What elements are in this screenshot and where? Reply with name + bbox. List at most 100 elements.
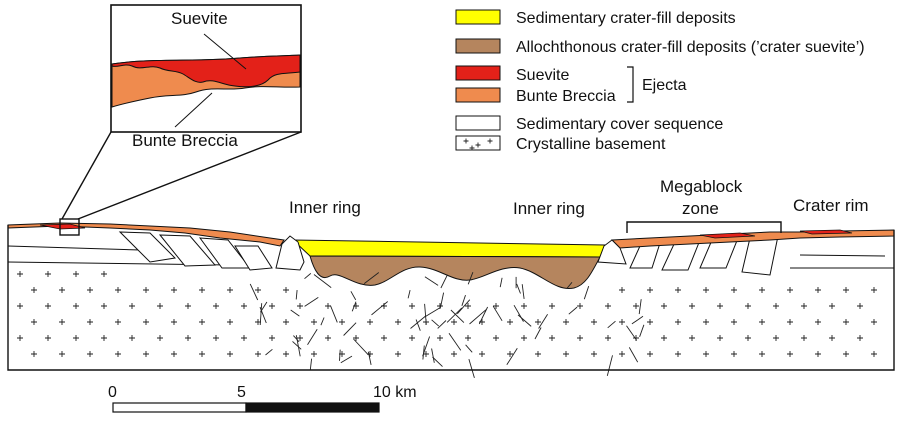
yellow-swatch-icon <box>455 9 501 25</box>
basement-cross-mark <box>115 287 121 293</box>
basement-cross-mark <box>577 303 583 309</box>
basement-cross-mark <box>689 303 695 309</box>
basement-cross-mark <box>689 335 695 341</box>
ejecta-bracket-icon <box>627 66 634 103</box>
basement-cross-mark <box>395 351 401 357</box>
basement-cross-mark <box>479 351 485 357</box>
fracture-line <box>350 291 357 301</box>
inner-ring-left-label: Inner ring <box>289 198 361 217</box>
basement-cross-mark <box>507 319 513 325</box>
brown-swatch-icon <box>455 38 501 54</box>
basement-cross-mark <box>619 287 625 293</box>
basement-cross-mark <box>227 287 233 293</box>
fracture-line <box>304 297 319 307</box>
basement-cross-mark <box>367 319 373 325</box>
basement-cross-mark <box>17 303 23 309</box>
basement-cross-mark <box>59 319 65 325</box>
basement-cross-mark <box>199 287 205 293</box>
basement-cross-mark <box>269 335 275 341</box>
fracture-line <box>259 303 263 326</box>
basement-cross-mark <box>101 335 107 341</box>
basement-cross-mark <box>661 303 667 309</box>
fracture-line <box>534 327 542 340</box>
basement-cross-mark <box>493 303 499 309</box>
basement-cross-mark <box>437 335 443 341</box>
basement-cross-mark <box>703 351 709 357</box>
basement-cross-mark <box>843 287 849 293</box>
inset-suevite-label: Suevite <box>171 9 228 28</box>
basement-cross-mark <box>857 335 863 341</box>
profile-outline <box>7 225 895 371</box>
fracture-line <box>456 299 471 315</box>
orange-swatch-icon <box>455 87 501 103</box>
basement-cross-mark <box>283 319 289 325</box>
basement-cross-mark <box>31 319 37 325</box>
legend-item-allochthonous-fill: Allochthonous crater-fill deposits (’cra… <box>455 38 865 56</box>
fracture-line <box>517 314 532 327</box>
basement-cross-mark <box>73 271 79 277</box>
basement-cross-mark <box>563 351 569 357</box>
basement-cross-mark <box>815 319 821 325</box>
basement-cross-mark <box>409 303 415 309</box>
fracture-line <box>499 277 503 288</box>
strata-line <box>799 254 886 257</box>
basement-cross-mark <box>451 351 457 357</box>
suevite-patch <box>799 229 853 235</box>
basement-cross-mark <box>325 335 331 341</box>
scale-tick-label: 0 <box>108 384 117 401</box>
fracture-line <box>432 356 443 367</box>
basement-cross-mark <box>605 303 611 309</box>
basement-cross-mark <box>143 319 149 325</box>
red-swatch-icon <box>455 65 501 81</box>
basement-cross-mark <box>535 319 541 325</box>
fracture-line <box>410 315 427 329</box>
fracture-line <box>467 272 474 285</box>
legend-item-sedimentary-cover: Sedimentary cover sequence <box>455 115 723 133</box>
fracture-line <box>450 309 465 323</box>
basement-cross-mark <box>647 351 653 357</box>
basement-cross-mark <box>297 335 303 341</box>
basement-cross-mark <box>577 335 583 341</box>
basement-cross-mark <box>171 351 177 357</box>
basement-cross-mark <box>591 351 597 357</box>
basement-cross-mark <box>801 303 807 309</box>
fracture-line <box>506 348 518 366</box>
basement-cross-mark <box>521 303 527 309</box>
zoom-connector-left <box>61 131 112 220</box>
fracture-line <box>431 319 439 327</box>
basement-cross-mark <box>829 303 835 309</box>
basement-cross-mark <box>521 335 527 341</box>
basement-cross-mark <box>815 351 821 357</box>
basement-cross-mark <box>787 287 793 293</box>
fracture-line <box>638 299 642 315</box>
basement-cross-mark <box>549 335 555 341</box>
cross-icon <box>463 138 469 144</box>
basement-cross-mark <box>773 335 779 341</box>
basement-cross-mark <box>227 351 233 357</box>
basement-cross-mark <box>185 303 191 309</box>
basement-cross-mark <box>129 303 135 309</box>
fracture-line <box>516 283 521 294</box>
fracture-line <box>415 319 421 331</box>
basement-cross-mark <box>745 303 751 309</box>
fracture-line <box>465 344 473 353</box>
fracture-line <box>424 303 427 325</box>
basement-cross-mark <box>563 319 569 325</box>
fracture-line <box>566 282 573 289</box>
inset-panel: Suevite Bunte Breccia <box>110 4 302 150</box>
legend-item-sedimentary-fill: Sedimentary crater-fill deposits <box>455 9 736 27</box>
basement-cross-mark <box>283 351 289 357</box>
basement-cross-mark <box>423 351 429 357</box>
megablock-zone-label-line1: Megablock <box>660 177 743 196</box>
basement-cross-mark <box>213 335 219 341</box>
fracture-line <box>249 283 259 301</box>
fracture-line <box>461 294 466 306</box>
basement-cross-mark <box>157 303 163 309</box>
basement-cross-mark <box>675 319 681 325</box>
basement-cross-mark <box>143 287 149 293</box>
basement-cross-mark <box>87 351 93 357</box>
fracture-line <box>606 355 613 377</box>
basement-cross-mark <box>731 287 737 293</box>
basement-cross-mark <box>451 319 457 325</box>
basement-cross-mark <box>465 335 471 341</box>
